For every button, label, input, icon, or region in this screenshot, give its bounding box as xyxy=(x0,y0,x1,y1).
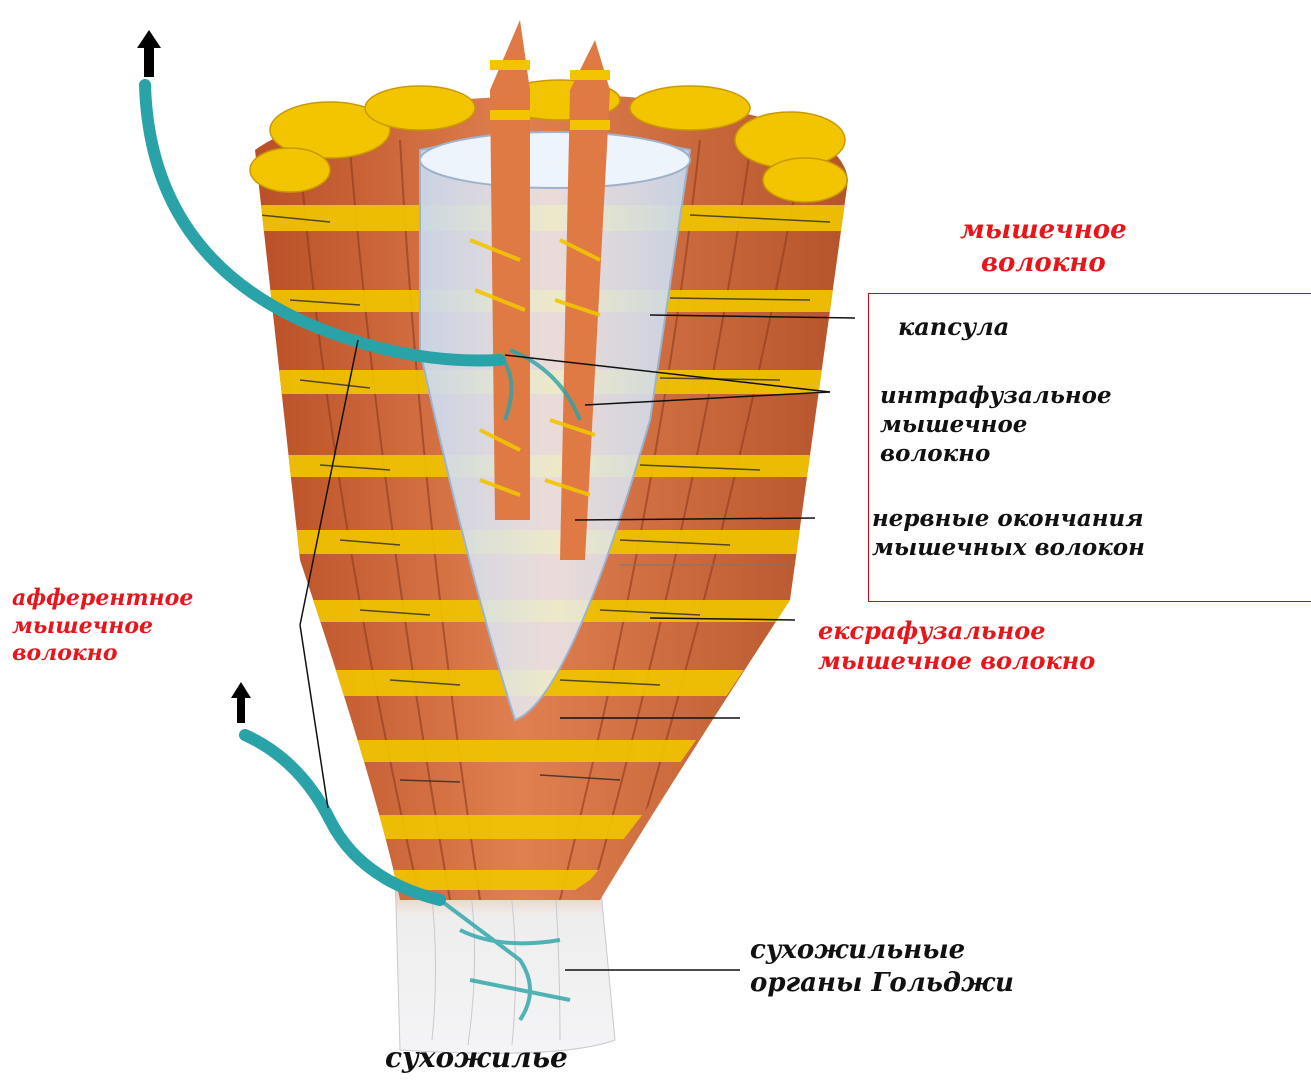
label-golgi-line2: органы Гольджи xyxy=(750,967,1014,1000)
label-extrafusal-line1: екcрафузальное xyxy=(818,616,1095,646)
label-muscle-fiber: мышечное волокно xyxy=(960,214,1127,279)
label-capsule: капсула xyxy=(898,312,1009,342)
label-intrafusal-line2: мышечное xyxy=(880,411,1112,440)
label-muscle-fiber-line1: мышечное xyxy=(960,214,1127,247)
label-extrafusal-line2: мышечное волокно xyxy=(818,646,1095,676)
label-nerve-endings-line2: мышечных волокон xyxy=(872,534,1145,563)
label-muscle-fiber-line2: волокно xyxy=(960,247,1127,280)
label-nerve-endings: нервные окончания мышечных волокон xyxy=(872,505,1145,563)
label-golgi-line1: сухожильные xyxy=(750,934,1014,967)
label-afferent-line3: волокно xyxy=(12,640,193,668)
label-intrafusal: интрафузальное мышечное волокно xyxy=(880,382,1112,468)
label-extrafusal: екcрафузальное мышечное волокно xyxy=(818,616,1095,676)
label-golgi: сухожильные органы Гольджи xyxy=(750,934,1014,999)
label-afferent: афферентное мышечное волокно xyxy=(12,585,193,668)
label-tendon: сухожилье xyxy=(385,1040,568,1075)
capsule-opening xyxy=(420,132,690,188)
label-afferent-line2: мышечное xyxy=(12,613,193,641)
label-intrafusal-line3: волокно xyxy=(880,440,1112,469)
label-afferent-line1: афферентное xyxy=(12,585,193,613)
label-intrafusal-line1: интрафузальное xyxy=(880,382,1112,411)
label-nerve-endings-line1: нервные окончания xyxy=(872,505,1145,534)
